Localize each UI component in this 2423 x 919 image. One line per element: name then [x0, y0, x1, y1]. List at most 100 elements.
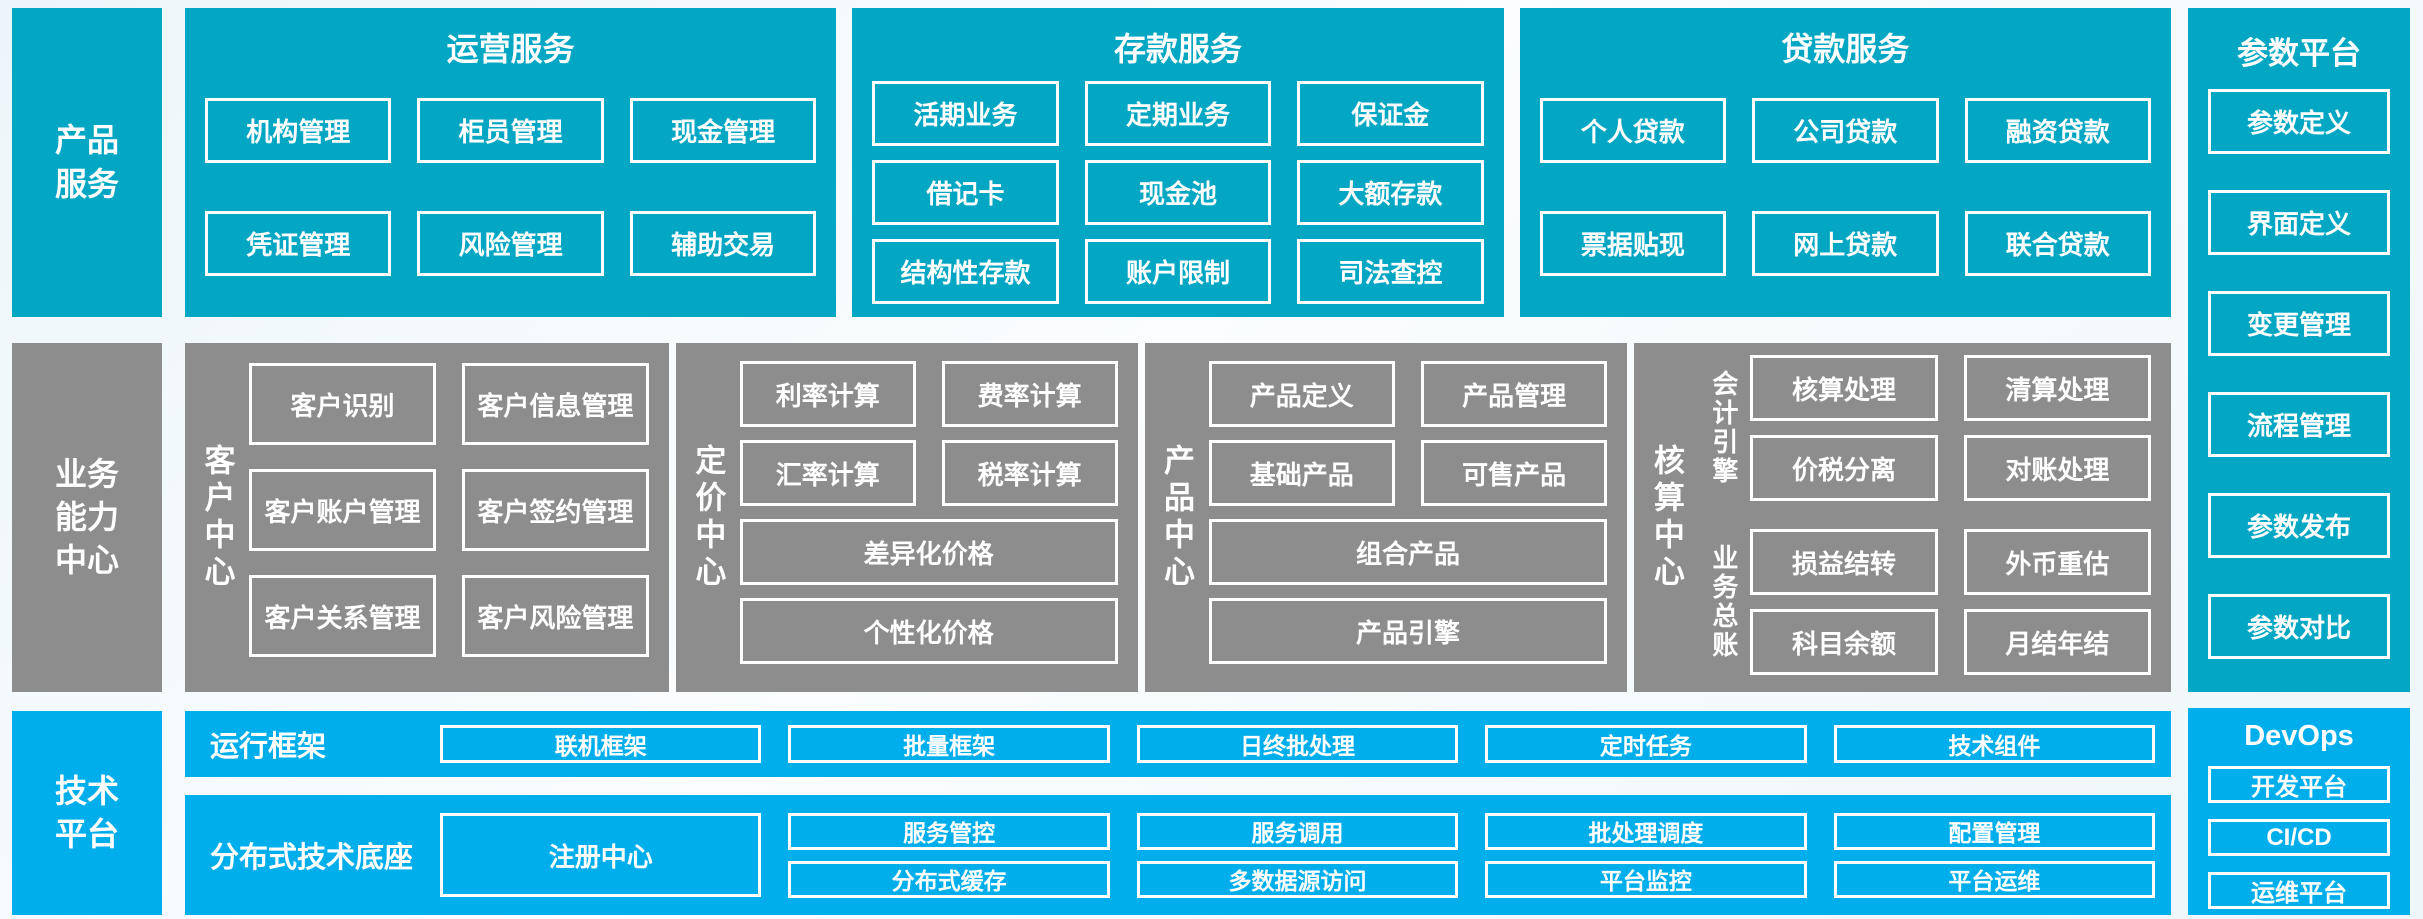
group-grid: 损益结转 外币重估 科目余额 月结年结 — [1750, 529, 2151, 675]
service-rows: 活期业务 定期业务 保证金 借记卡 现金池 大额存款 结构性存款 账户限制 司法… — [872, 81, 1484, 304]
service-box: 机构管理 — [205, 98, 392, 163]
capability-box: 税率计算 — [941, 440, 1118, 506]
service-box: 票据贴现 — [1539, 211, 1727, 276]
capability-box: 月结年结 — [1963, 609, 2151, 675]
customer-center-block: 客户中心 客户识别 客户信息管理 客户账户管理 客户签约管理 客户关系管理 客户… — [185, 343, 669, 692]
parameter-box: 参数定义 — [2208, 89, 2390, 154]
block-vertical-label: 产品中心 — [1145, 343, 1209, 692]
service-box: 保证金 — [1297, 81, 1484, 146]
runtime-box: 联机框架 — [440, 725, 762, 763]
distributed-box: 服务管控 — [788, 812, 1110, 850]
business-ledger-group: 业务总账 损益结转 外币重估 科目余额 月结年结 — [1698, 529, 2151, 675]
capability-box-wide: 差异化价格 — [739, 519, 1118, 585]
capability-box: 价税分离 — [1750, 435, 1938, 501]
devops-box: 开发平台 — [2208, 766, 2390, 803]
capability-box: 客户风险管理 — [461, 575, 649, 657]
parameter-platform-block: 参数平台 参数定义 界面定义 变更管理 流程管理 参数发布 参数对比 — [2188, 8, 2410, 692]
service-box: 柜员管理 — [417, 98, 604, 163]
service-row: 个人贷款 公司贷款 融资贷款 — [1539, 98, 2151, 163]
capability-row: 客户关系管理 客户风险管理 — [249, 575, 649, 657]
capability-box: 基础产品 — [1208, 440, 1395, 506]
group-grid: 核算处理 清算处理 价税分离 对账处理 — [1750, 355, 2151, 501]
service-box: 司法查控 — [1297, 239, 1484, 304]
accounting-engine-label: 会计引擎 — [1708, 370, 1739, 486]
accounting-center-label: 核算中心 — [1648, 443, 1684, 592]
capability-row: 价税分离 对账处理 — [1750, 435, 2151, 501]
devops-box: 运维平台 — [2208, 872, 2390, 909]
capability-row: 利率计算 费率计算 — [739, 361, 1118, 427]
service-box: 网上贷款 — [1752, 211, 1939, 276]
runtime-items: 联机框架 批量框架 日终批处理 定时任务 技术组件 — [440, 725, 2156, 763]
distributed-box: 平台监控 — [1485, 860, 1807, 898]
capability-row: 核算处理 清算处理 — [1750, 355, 2151, 421]
runtime-box: 技术组件 — [1833, 725, 2156, 763]
distributed-box: 服务调用 — [1136, 812, 1459, 850]
distributed-box: 分布式缓存 — [788, 860, 1110, 898]
distributed-items: 注册中心 服务管控 分布式缓存 服务调用 多数据源访问 批处理调度 平台监控 — [440, 812, 2156, 898]
capability-row: 产品引擎 — [1208, 598, 1608, 664]
parameter-box: 变更管理 — [2208, 291, 2390, 356]
parameter-box: 界面定义 — [2208, 190, 2390, 255]
capability-box: 产品定义 — [1208, 361, 1395, 427]
capability-rows: 客户识别 客户信息管理 客户账户管理 客户签约管理 客户关系管理 客户风险管理 — [249, 343, 649, 692]
group-vertical-label: 会计引擎 — [1698, 355, 1750, 501]
right-rail: 参数平台 参数定义 界面定义 变更管理 流程管理 参数发布 参数对比 DevOp… — [2188, 8, 2410, 915]
main-content: 运营服务 机构管理 柜员管理 现金管理 凭证管理 风险管理 辅助交易 存款服务 — [185, 8, 2171, 915]
capability-box: 外币重估 — [1963, 529, 2151, 595]
distributed-column: 配置管理 平台运维 — [1833, 812, 2156, 898]
rail-tech-platform: 技术 平台 — [12, 711, 162, 915]
distributed-column: 服务管控 分布式缓存 — [788, 812, 1110, 898]
service-box: 借记卡 — [872, 160, 1059, 225]
parameter-box: 流程管理 — [2208, 392, 2390, 457]
block-title: 存款服务 — [1113, 31, 1242, 67]
service-box: 凭证管理 — [205, 211, 392, 276]
capability-box: 费率计算 — [941, 361, 1118, 427]
business-capability-band: 客户中心 客户识别 客户信息管理 客户账户管理 客户签约管理 客户关系管理 客户… — [185, 343, 2171, 692]
service-box: 融资贷款 — [1964, 98, 2151, 163]
distributed-base-strip: 分布式技术底座 注册中心 服务管控 分布式缓存 服务调用 多数据源访问 批处理调… — [185, 795, 2171, 915]
pricing-center-block: 定价中心 利率计算 费率计算 汇率计算 税率计算 差异化价格 个性 — [675, 343, 1138, 692]
capability-box-wide: 组合产品 — [1208, 519, 1608, 585]
devops-box: CI/CD — [2208, 819, 2390, 856]
distributed-box: 配置管理 — [1833, 812, 2156, 850]
block-vertical-label: 客户中心 — [185, 343, 249, 692]
service-rows: 个人贷款 公司贷款 融资贷款 票据贴现 网上贷款 联合贷款 — [1539, 98, 2151, 276]
runtime-box: 定时任务 — [1485, 725, 1807, 763]
block-vertical-label: 核算中心 — [1634, 343, 1698, 692]
service-box: 定期业务 — [1084, 81, 1272, 146]
block-title: 贷款服务 — [1781, 31, 1910, 67]
runtime-framework-label: 运行框架 — [210, 731, 327, 763]
distributed-box: 批处理调度 — [1485, 812, 1807, 850]
devops-block: DevOps 开发平台 CI/CD 运维平台 — [2188, 708, 2410, 915]
capability-row: 个性化价格 — [739, 598, 1118, 664]
block-title: 运营服务 — [446, 31, 575, 67]
distributed-box: 平台运维 — [1833, 860, 2156, 898]
accounting-groups: 会计引擎 核算处理 清算处理 价税分离 对账处理 — [1698, 343, 2151, 692]
service-box: 现金池 — [1084, 160, 1272, 225]
service-box: 联合贷款 — [1964, 211, 2151, 276]
capability-box: 客户识别 — [249, 363, 436, 445]
capability-box-wide: 个性化价格 — [739, 598, 1118, 664]
registry-box: 注册中心 — [440, 813, 762, 897]
capability-box-wide: 产品引擎 — [1208, 598, 1608, 664]
distributed-base-label: 分布式技术底座 — [210, 842, 414, 874]
capability-box: 客户账户管理 — [249, 469, 436, 551]
parameter-box: 参数对比 — [2208, 594, 2390, 659]
service-row: 借记卡 现金池 大额存款 — [872, 160, 1484, 225]
pricing-center-label: 定价中心 — [690, 443, 726, 592]
parameter-box: 参数发布 — [2208, 493, 2390, 558]
service-row: 票据贴现 网上贷款 联合贷款 — [1539, 211, 2151, 276]
capability-box: 核算处理 — [1750, 355, 1938, 421]
registry-wrap: 注册中心 — [440, 813, 762, 897]
block-vertical-label: 定价中心 — [676, 343, 740, 692]
capability-box: 客户签约管理 — [461, 469, 649, 551]
capability-row: 客户账户管理 客户签约管理 — [249, 469, 649, 551]
business-ledger-label: 业务总账 — [1708, 544, 1739, 660]
service-box: 大额存款 — [1297, 160, 1484, 225]
capability-row: 客户识别 客户信息管理 — [249, 363, 649, 445]
left-rail: 产品 服务 业务 能力 中心 技术 平台 — [12, 8, 162, 915]
deposit-services-block: 存款服务 活期业务 定期业务 保证金 借记卡 现金池 大额存款 结构性存款 账户 — [852, 8, 1504, 317]
rail-business-capability-center: 业务 能力 中心 — [12, 343, 162, 692]
service-row: 机构管理 柜员管理 现金管理 — [205, 98, 817, 163]
